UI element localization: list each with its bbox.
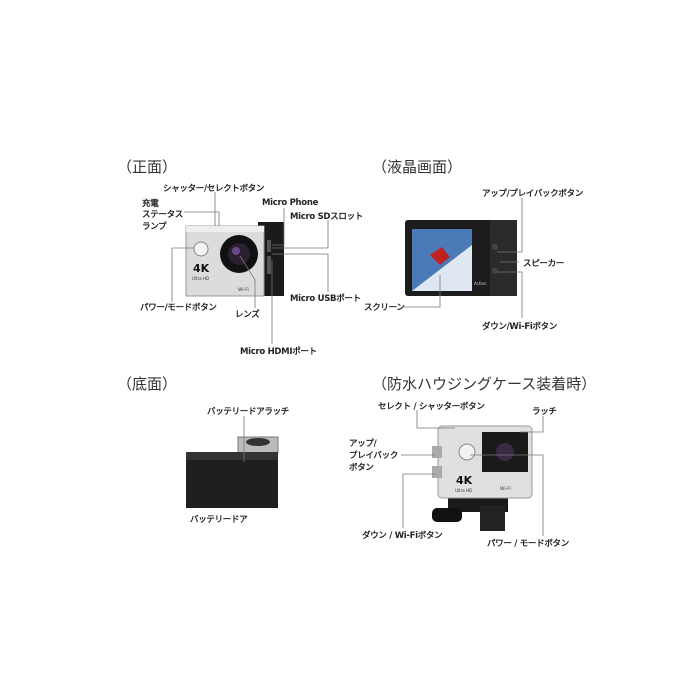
label-charge-1: 充電 [142, 199, 159, 209]
bottom-camera-image [186, 436, 279, 508]
label-housing-up-1: アップ/ [349, 439, 377, 449]
label-screen: スクリーン [364, 303, 405, 313]
label-lens: レンズ [235, 310, 260, 320]
label-housing-up-3: ボタン [349, 463, 374, 473]
label-up-playback: アップ/プレイバックボタン [482, 189, 584, 199]
label-charge-3: ランプ [142, 222, 167, 232]
label-hdmi-port: Micro HDMIポート [240, 347, 317, 357]
label-housing-power-mode: パワー / モードボタン [487, 539, 569, 549]
bottom-title: （底面） [117, 375, 178, 393]
housing-camera-image: 4K Ultra HD Wi-Fi [432, 425, 533, 531]
front-camera-image: 4K Ultra HD Wi-Fi [185, 222, 284, 297]
lcd-leader-lines [404, 198, 523, 318]
front-4k-text: 4K [193, 262, 210, 275]
label-charge-2: ステータス [142, 210, 184, 220]
svg-text:Wi-Fi: Wi-Fi [500, 486, 511, 492]
label-speaker: スピーカー [523, 259, 565, 269]
lcd-camera-image: Action [405, 220, 517, 296]
svg-text:Ultra HD: Ultra HD [455, 488, 472, 493]
label-housing-latch: ラッチ [532, 407, 557, 417]
label-power-mode: パワー/モードボタン [140, 303, 217, 313]
front-leader-lines [171, 192, 329, 344]
label-sd-slot: Micro SDスロット [290, 212, 363, 222]
housing-leader-lines [401, 410, 544, 536]
lcd-title: （液晶画面） [372, 158, 463, 176]
label-usb-port: Micro USBポート [290, 294, 361, 304]
label-housing-select-shutter: セレクト / シャッターボタン [378, 402, 485, 412]
label-battery-door: バッテリードア [190, 515, 248, 525]
label-battery-latch: バッテリードアラッチ [207, 407, 290, 417]
label-microphone: Micro Phone [262, 198, 319, 208]
svg-text:Ultra HD: Ultra HD [192, 276, 209, 281]
svg-text:4K: 4K [456, 474, 473, 487]
label-down-wifi: ダウン/Wi-Fiボタン [482, 322, 558, 332]
svg-text:Action: Action [474, 281, 487, 286]
housing-title: （防水ハウジングケース装着時） [372, 375, 597, 393]
label-housing-down-wifi: ダウン / Wi-Fiボタン [362, 531, 443, 541]
label-housing-up-2: プレイバック [349, 451, 399, 461]
label-shutter-select: シャッター/セレクトボタン [163, 184, 265, 194]
front-title: （正面） [117, 158, 178, 176]
svg-text:Wi-Fi: Wi-Fi [238, 287, 249, 293]
